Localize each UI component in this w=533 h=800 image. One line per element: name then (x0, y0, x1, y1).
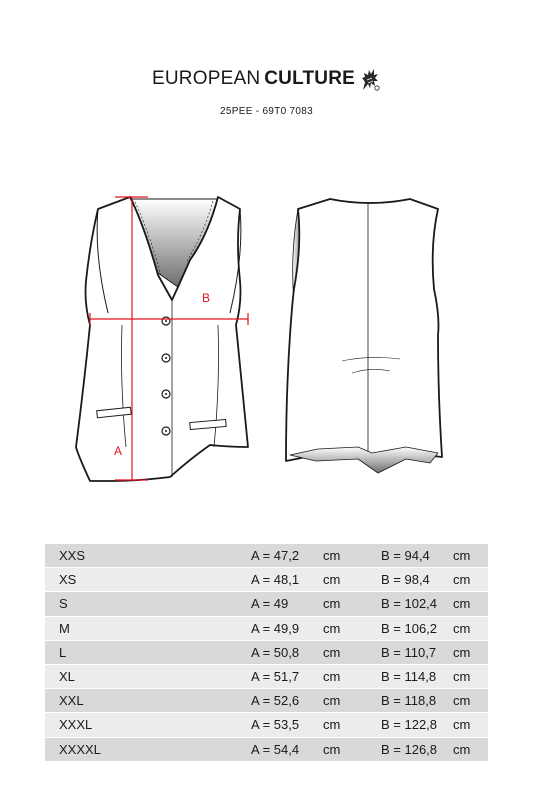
table-row: L A = 50,8 cm B = 110,7 cm (45, 639, 488, 665)
size-cell: XS (45, 567, 251, 592)
unit-cell: cm (323, 663, 381, 689)
unit-cell: cm (323, 567, 381, 592)
front-pocket-right (189, 418, 227, 431)
product-code: 25PEE - 69T0 7083 (220, 106, 313, 117)
measurement-b-cell: B = 98,4 (381, 567, 453, 592)
unit-cell: cm (323, 712, 381, 737)
unit-cell: cm (453, 712, 488, 737)
unit-cell: cm (453, 639, 488, 665)
size-cell: M (45, 615, 251, 641)
size-cell: S (45, 591, 251, 617)
measurement-a-cell: A = 51,7 (251, 663, 323, 689)
measurement-b-cell: B = 122,8 (381, 712, 453, 737)
measurement-a-cell: A = 48,1 (251, 567, 323, 592)
size-cell: XXL (45, 688, 251, 713)
vest-front-view (75, 196, 249, 482)
front-pocket-left (96, 406, 132, 419)
measurement-a-cell: A = 53,5 (251, 712, 323, 737)
measurement-b-cell: B = 94,4 (381, 544, 453, 568)
table-row: XXXL A = 53,5 cm B = 122,8 cm (45, 712, 488, 737)
measurement-a-cell: A = 49 (251, 591, 323, 617)
size-cell: XXS (45, 544, 251, 568)
unit-cell: cm (453, 736, 488, 761)
back-body-outline (285, 198, 443, 470)
measurement-b-cell: B = 106,2 (381, 615, 453, 641)
measurement-b-cell: B = 102,4 (381, 591, 453, 617)
table-row: M A = 49,9 cm B = 106,2 cm (45, 615, 488, 641)
measurement-lines (89, 196, 249, 481)
size-chart-table: XXS A = 47,2 cm B = 94,4 cm XS A = 48,1 … (45, 544, 488, 761)
measurement-a-cell: A = 50,8 (251, 639, 323, 665)
vest-technical-drawing: A B (75, 196, 443, 482)
brand-name-light: EUROPEAN (152, 68, 261, 89)
brand-name-bold: CULTURE (264, 68, 355, 89)
measurement-a-cell: A = 47,2 (251, 544, 323, 568)
vest-back-view (285, 198, 443, 474)
measurement-a-cell: A = 54,4 (251, 736, 323, 761)
measurement-a-label: A (114, 444, 122, 458)
table-row: S A = 49 cm B = 102,4 cm (45, 591, 488, 617)
unit-cell: cm (323, 639, 381, 665)
table-row: XXS A = 47,2 cm B = 94,4 cm (45, 544, 488, 568)
unit-cell: cm (453, 567, 488, 592)
griffin-emblem-icon (362, 69, 380, 91)
measurement-b-cell: B = 114,8 (381, 663, 453, 689)
table-row: XL A = 51,7 cm B = 114,8 cm (45, 663, 488, 689)
unit-cell: cm (453, 615, 488, 641)
size-cell: XXXXL (45, 736, 251, 761)
measurement-b-cell: B = 118,8 (381, 688, 453, 713)
measurement-b-label: B (202, 291, 210, 305)
table-row: XXXXL A = 54,4 cm B = 126,8 cm (45, 736, 488, 761)
table-row: XXL A = 52,6 cm B = 118,8 cm (45, 688, 488, 713)
measurement-a-cell: A = 49,9 (251, 615, 323, 641)
measurement-b-cell: B = 126,8 (381, 736, 453, 761)
unit-cell: cm (453, 688, 488, 713)
back-hem-lining (289, 446, 439, 474)
size-cell: L (45, 639, 251, 665)
unit-cell: cm (323, 591, 381, 617)
measurement-a-cell: A = 52,6 (251, 688, 323, 713)
unit-cell: cm (323, 615, 381, 641)
unit-cell: cm (323, 736, 381, 761)
unit-cell: cm (323, 688, 381, 713)
table-row: XS A = 48,1 cm B = 98,4 cm (45, 567, 488, 592)
unit-cell: cm (453, 591, 488, 617)
unit-cell: cm (453, 544, 488, 568)
size-cell: XXXL (45, 712, 251, 737)
measurement-b-cell: B = 110,7 (381, 639, 453, 665)
size-cell: XL (45, 663, 251, 689)
unit-cell: cm (323, 544, 381, 568)
unit-cell: cm (453, 663, 488, 689)
